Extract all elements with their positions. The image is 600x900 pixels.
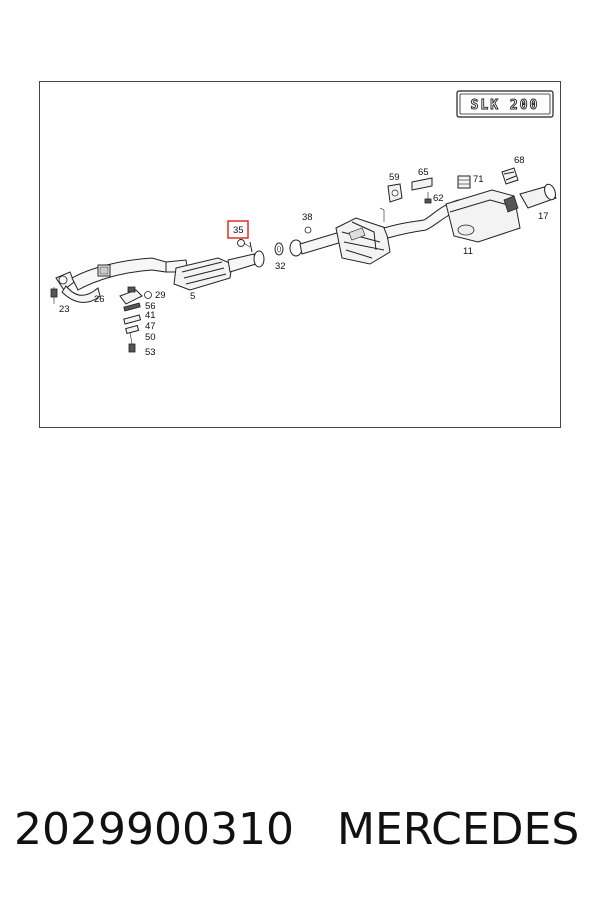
callout-5: 5 <box>190 291 195 302</box>
callout-11: 11 <box>463 246 473 257</box>
model-badge: SLK 200 <box>456 90 554 118</box>
callout-53: 53 <box>145 347 156 358</box>
callout-56: 56 <box>145 301 156 312</box>
callout-17: 17 <box>538 211 549 222</box>
bracket-65 <box>411 177 433 191</box>
exhaust-system-diagram: SLK 200 <box>39 81 561 428</box>
tailpipe-trim-17 <box>519 183 557 209</box>
part-number: 2029900310 <box>14 804 294 855</box>
clamp-35-part <box>237 239 253 253</box>
callout-32: 32 <box>275 261 286 272</box>
front-pipe <box>50 257 189 304</box>
rubber-hanger-59 <box>387 183 403 203</box>
callout-23: 23 <box>59 304 70 315</box>
callout-68: 68 <box>514 155 525 166</box>
bolt-62 <box>424 192 432 204</box>
callout-65: 65 <box>418 167 429 178</box>
callout-41: 41 <box>145 310 156 321</box>
callout-35: 35 <box>233 225 244 236</box>
callout-26: 26 <box>94 294 105 305</box>
callout-29: 29 <box>155 290 166 301</box>
bracket-26 <box>97 264 111 277</box>
gasket-32 <box>274 242 284 256</box>
hardware-set <box>119 286 152 353</box>
catalytic-converter <box>173 250 265 291</box>
callout-59: 59 <box>389 172 400 183</box>
highlight-box <box>227 220 249 239</box>
brand-name: MERCEDES <box>337 804 580 855</box>
callout-62: 62 <box>433 193 444 204</box>
center-silencer <box>289 217 391 265</box>
callout-71: 71 <box>473 174 484 185</box>
model-badge-text: SLK 200 <box>471 98 540 113</box>
footer: 2029900310 MERCEDES <box>0 800 600 860</box>
clamp-68 <box>501 167 519 185</box>
rubber-mount-71 <box>457 175 471 189</box>
callout-47: 47 <box>145 321 156 332</box>
rear-muffler <box>445 189 521 243</box>
callout-38: 38 <box>302 212 313 223</box>
callout-50: 50 <box>145 332 156 343</box>
